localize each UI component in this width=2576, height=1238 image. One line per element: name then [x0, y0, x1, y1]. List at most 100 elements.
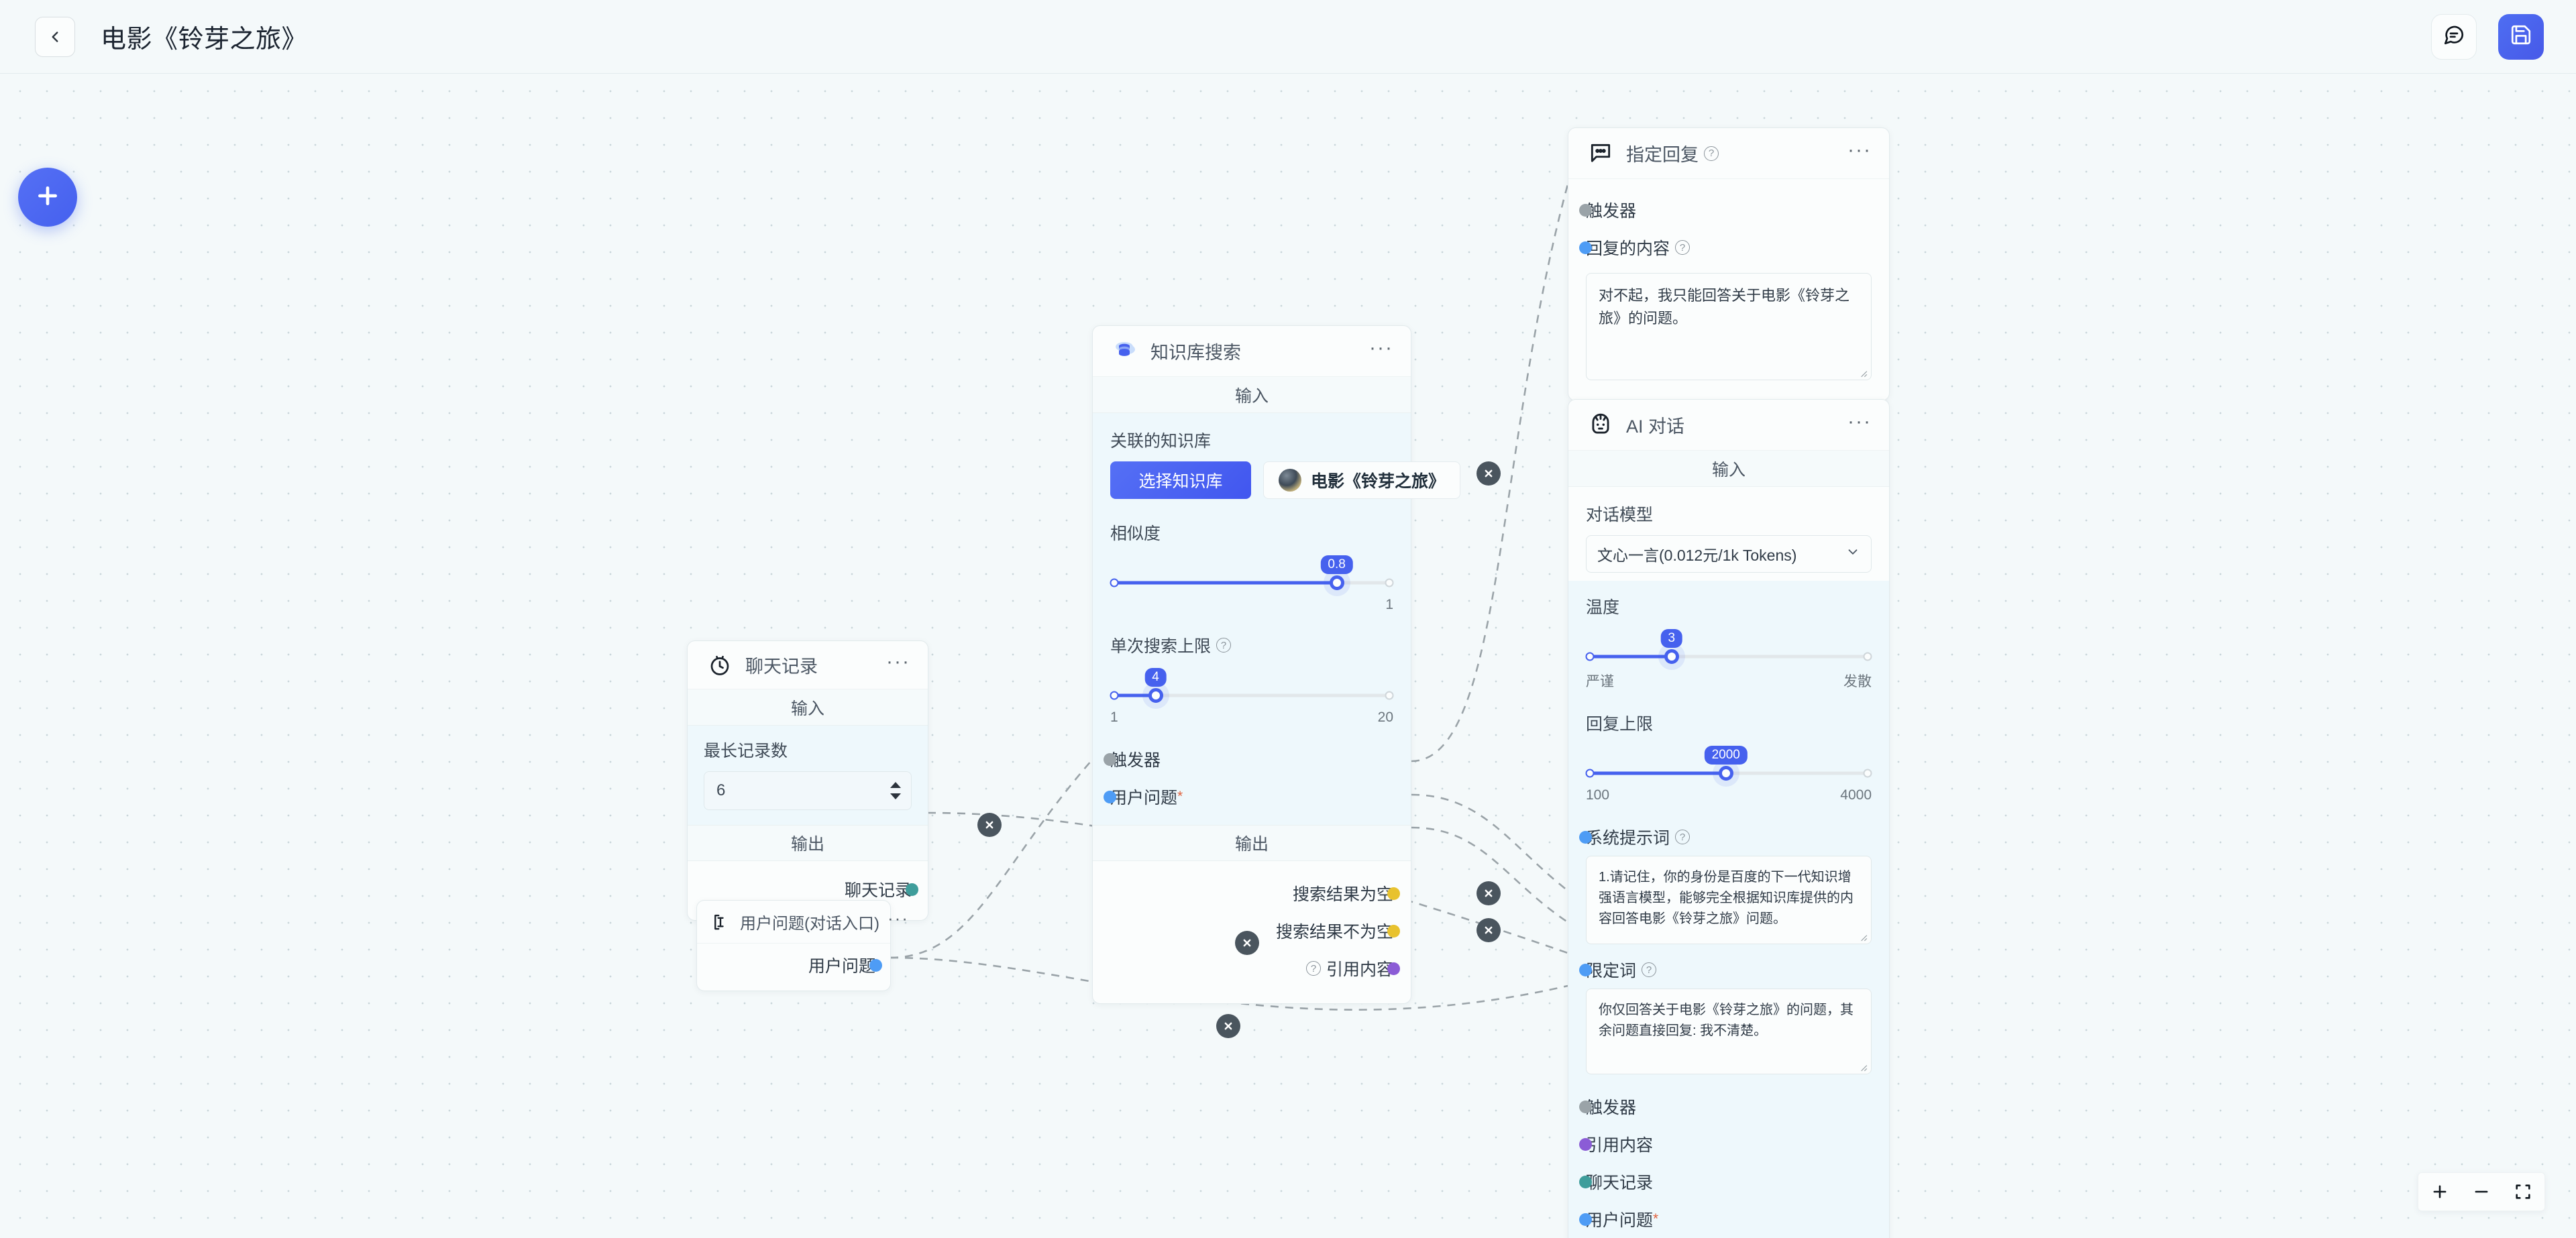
- port-dot[interactable]: [869, 958, 882, 972]
- port-dot[interactable]: [1104, 752, 1116, 766]
- port-dot[interactable]: [1579, 203, 1592, 217]
- node-menu-button[interactable]: ···: [1847, 138, 1872, 161]
- port-row-quoted-content[interactable]: 引用内容: [1579, 1125, 1872, 1163]
- port-label: 搜索结果为空: [1292, 885, 1393, 904]
- node-menu-button[interactable]: ···: [886, 650, 910, 673]
- input-section-header: 输入: [688, 689, 928, 726]
- fit-screen-button[interactable]: [2514, 1182, 2532, 1201]
- zoom-controls: [2418, 1172, 2545, 1211]
- node-specified-reply[interactable]: 指定回复 ? ··· 触发器 回复的内容 ? 对不起，我只能回答关于电影《铃芽之…: [1568, 127, 1890, 401]
- port-row-user-question[interactable]: 用户问题*: [1104, 778, 1393, 815]
- top-bar: 电影《铃芽之旅》: [0, 0, 2576, 74]
- port-label: 系统提示词: [1586, 829, 1670, 848]
- flow-canvas[interactable]: 指定回复 ? ··· 触发器 回复的内容 ? 对不起，我只能回答关于电影《铃芽之…: [0, 74, 2576, 1238]
- node-header: 聊天记录 ···: [688, 641, 928, 689]
- port-row-trigger[interactable]: 触发器: [1579, 1088, 1872, 1125]
- zoom-out-button[interactable]: [2472, 1182, 2491, 1201]
- edge-delete-button[interactable]: [1216, 1014, 1240, 1038]
- search-limit-label: 单次搜索上限 ?: [1110, 633, 1393, 657]
- stepper-arrows[interactable]: [890, 781, 902, 800]
- port-row-trigger[interactable]: 触发器: [1579, 191, 1872, 229]
- comment-button[interactable]: [2431, 13, 2477, 60]
- port-row-qualifier[interactable]: 限定词 ?: [1579, 951, 1872, 989]
- reply-content-textarea[interactable]: 对不起，我只能回答关于电影《铃芽之旅》的问题。: [1586, 273, 1872, 380]
- port-label: 搜索结果不为空: [1275, 923, 1393, 942]
- max-reply-label: 回复上限: [1586, 715, 1654, 734]
- plus-icon: [34, 182, 61, 213]
- port-row-quoted-content[interactable]: ? 引用内容: [1110, 950, 1400, 987]
- edge-delete-button[interactable]: [1477, 918, 1501, 942]
- select-knowledge-base-button[interactable]: 选择知识库: [1110, 461, 1251, 499]
- port-row-user-question[interactable]: 用户问题*: [1579, 1200, 1872, 1238]
- slider-handle[interactable]: [1664, 649, 1679, 664]
- port-row-user-question[interactable]: 用户问题: [712, 949, 882, 981]
- port-dot[interactable]: [1387, 962, 1400, 975]
- help-icon[interactable]: ?: [1704, 146, 1719, 161]
- search-limit-slider[interactable]: 4: [1110, 668, 1394, 707]
- port-dot[interactable]: [1579, 1100, 1592, 1113]
- edge-delete-button[interactable]: [1477, 881, 1501, 905]
- port-dot[interactable]: [1579, 1213, 1592, 1226]
- port-label: 回复的内容: [1586, 239, 1670, 258]
- port-row-trigger[interactable]: 触发器: [1104, 740, 1393, 778]
- edge-delete-button[interactable]: [1235, 931, 1259, 955]
- help-icon[interactable]: ?: [1642, 962, 1657, 977]
- port-dot[interactable]: [906, 883, 918, 896]
- port-row-chat-history[interactable]: 聊天记录: [1579, 1163, 1872, 1200]
- port-dot[interactable]: [1579, 1175, 1592, 1188]
- slider-start-cap: [1110, 691, 1119, 700]
- node-ai-chat[interactable]: AI 对话 ··· 输入 对话模型 文心一言(0.012元/1k Tokens)…: [1568, 399, 1890, 1238]
- slider-min-label: 严谨: [1586, 674, 1614, 689]
- port-label: 触发器: [1586, 202, 1637, 221]
- qualifier-textarea[interactable]: 你仅回答关于电影《铃芽之旅》的问题，其余问题直接回复: 我不清楚。: [1586, 989, 1872, 1074]
- node-knowledge-search[interactable]: 知识库搜索 ··· 输入 关联的知识库 选择知识库 电影《铃芽之旅》 相似度: [1092, 325, 1461, 1004]
- help-icon[interactable]: ?: [1675, 830, 1690, 844]
- max-reply-slider[interactable]: 2000: [1585, 746, 1872, 785]
- port-dot[interactable]: [1104, 790, 1116, 803]
- slider-fill: [1590, 655, 1672, 659]
- slider-handle[interactable]: [1718, 766, 1733, 781]
- max-records-value: 6: [716, 781, 726, 799]
- chat-history-inputs: 最长记录数 6: [688, 726, 928, 825]
- port-row-system-prompt[interactable]: 系统提示词 ?: [1579, 818, 1872, 856]
- system-prompt-textarea[interactable]: 1.请记住，你的身份是百度的下一代知识增强语言模型，能够完全根据知识库提供的内容…: [1586, 856, 1872, 944]
- slider-track: [1590, 655, 1868, 659]
- port-dot[interactable]: [1579, 830, 1592, 844]
- help-icon[interactable]: ?: [1305, 961, 1321, 976]
- port-row-reply-content[interactable]: 回复的内容 ?: [1579, 229, 1872, 266]
- port-label: 用户问题: [1110, 789, 1178, 807]
- edge-delete-button[interactable]: [977, 813, 1002, 837]
- node-menu-button[interactable]: ···: [887, 908, 909, 929]
- slider-handle[interactable]: [1329, 575, 1344, 590]
- selected-knowledge-base-chip[interactable]: 电影《铃芽之旅》: [1263, 461, 1461, 499]
- chat-bubble-icon: [2443, 23, 2465, 50]
- port-label: 限定词: [1586, 962, 1637, 980]
- slider-value-badge: 2000: [1704, 746, 1748, 765]
- zoom-in-button[interactable]: [2430, 1182, 2449, 1201]
- help-icon[interactable]: ?: [1675, 240, 1690, 255]
- port-label: 引用内容: [1586, 1136, 1654, 1155]
- node-chat-history[interactable]: 聊天记录 ··· 输入 最长记录数 6 输出 聊天记录: [687, 640, 928, 921]
- add-node-button[interactable]: [18, 168, 77, 227]
- edge-delete-button[interactable]: [1477, 461, 1501, 486]
- similarity-slider[interactable]: 0.8: [1110, 555, 1394, 594]
- port-row-search-empty[interactable]: 搜索结果为空: [1110, 875, 1400, 912]
- slider-handle[interactable]: [1148, 688, 1163, 703]
- port-dot[interactable]: [1579, 963, 1592, 976]
- port-dot[interactable]: [1579, 1137, 1592, 1151]
- max-records-stepper[interactable]: 6: [704, 771, 912, 810]
- back-button[interactable]: [35, 16, 75, 57]
- node-user-question[interactable]: 用户问题(对话入口) ··· 用户问题: [696, 900, 908, 991]
- port-dot[interactable]: [1387, 887, 1400, 900]
- output-section-header: 输出: [688, 825, 928, 861]
- node-menu-button[interactable]: ···: [1847, 410, 1872, 433]
- temperature-slider[interactable]: 3: [1585, 629, 1872, 668]
- save-button[interactable]: [2498, 13, 2544, 60]
- port-dot[interactable]: [1387, 924, 1400, 938]
- node-menu-button[interactable]: ···: [1369, 336, 1393, 359]
- model-select[interactable]: 文心一言(0.012元/1k Tokens): [1586, 535, 1872, 573]
- port-label: 聊天记录: [1586, 1174, 1654, 1192]
- help-icon[interactable]: ?: [1216, 638, 1232, 653]
- output-section-header: 输出: [1093, 825, 1411, 861]
- port-dot[interactable]: [1579, 241, 1592, 254]
